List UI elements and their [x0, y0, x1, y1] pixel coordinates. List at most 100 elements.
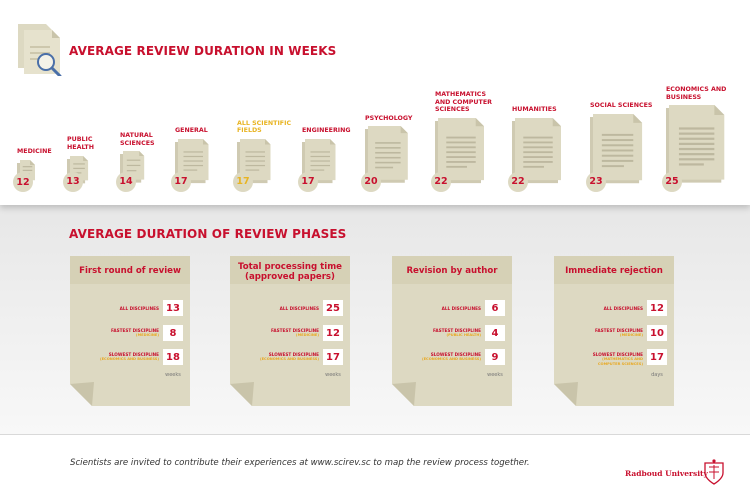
phase-row: FASTEST DISCIPLINE(MEDICINE)10 [554, 325, 674, 343]
phase-row-label-text: SLOWEST DISCIPLINE [592, 352, 643, 357]
field-economics-and-business: ECONOMICS AND BUSINESS 25 [662, 86, 726, 192]
field-label: MATHEMATICS AND COMPUTER SCIENCES [435, 91, 492, 114]
phase-row-discipline: (MATHEMATICS AND COMPUTER SCIENCES) [597, 357, 643, 366]
field-all-scientific-fields: ALL SCIENTIFIC FIELDS 17 [233, 120, 291, 192]
radboud-logo-text: Radboud University [625, 469, 708, 478]
duration-badge: 20 [361, 171, 381, 192]
field-natural-sciences: NATURAL SCIENCES 14 [116, 132, 155, 192]
duration-badge: 17 [298, 171, 318, 192]
document-icon [435, 117, 484, 183]
phase-row: ALL DISCIPLINES 6 [392, 300, 512, 318]
duration-badge: 23 [586, 171, 606, 192]
field-label: ECONOMICS AND BUSINESS [666, 86, 727, 101]
phase-row-label: FASTEST DISCIPLINE(MEDICINE) [111, 328, 159, 338]
review-phases-title: AVERAGE DURATION OF REVIEW PHASES [69, 227, 347, 241]
duration-badge: 25 [662, 171, 682, 192]
document-icon [590, 113, 643, 183]
card-paper-icon [554, 256, 674, 406]
phase-row-value: 8 [163, 325, 183, 341]
card-paper-icon [230, 256, 350, 406]
duration-badge: 14 [116, 171, 136, 192]
phase-row-value: 12 [323, 325, 343, 341]
field-social-sciences: SOCIAL SCIENCES 23 [586, 102, 652, 192]
phase-row-discipline: (PUBLIC HEALTH) [446, 333, 482, 338]
field-humanities: HUMANITIES 22 [508, 106, 562, 192]
phase-row-value: 4 [485, 325, 505, 341]
footer-invitation: Scientists are invited to contribute the… [70, 458, 530, 468]
phase-row-label: ALL DISCIPLINES [280, 306, 319, 311]
phase-row-label-text: ALL DISCIPLINES [603, 306, 643, 311]
phase-row-label-text: ALL DISCIPLINES [279, 306, 319, 311]
phase-row: SLOWEST DISCIPLINE(ECONOMICS AND BUSINES… [392, 349, 512, 367]
phase-row-label: SLOWEST DISCIPLINE(ECONOMICS AND BUSINES… [100, 352, 159, 362]
phase-unit: weeks [165, 372, 181, 378]
phase-title: Revision by author [406, 266, 498, 276]
phase-row: SLOWEST DISCIPLINE(MATHEMATICS AND COMPU… [554, 349, 674, 367]
phase-row-value: 12 [647, 300, 667, 316]
phase-row: FASTEST DISCIPLINE(MEDICINE) 8 [70, 325, 190, 343]
phase-row-value: 10 [647, 325, 667, 341]
phase-row-label-text: FASTEST DISCIPLINE [432, 328, 481, 333]
field-label: ALL SCIENTIFIC FIELDS [237, 119, 292, 135]
phase-row-label: SLOWEST DISCIPLINE(MATHEMATICS AND COMPU… [593, 352, 643, 366]
phase-title: Immediate rejection [565, 266, 663, 276]
phase-row-label-text: ALL DISCIPLINES [119, 306, 159, 311]
phase-row-label: SLOWEST DISCIPLINE(ECONOMICS AND BUSINES… [260, 352, 319, 362]
phase-row-label-text: ALL DISCIPLINES [441, 306, 481, 311]
field-label: PSYCHOLOGY [365, 114, 413, 122]
phase-row-label: ALL DISCIPLINES [442, 306, 481, 311]
field-label: ENGINEERING [302, 127, 351, 135]
phase-row: ALL DISCIPLINES 12 [554, 300, 674, 318]
field-engineering: ENGINEERING 17 [298, 127, 351, 192]
review-duration-panel: AVERAGE REVIEW DURATION IN WEEKS MEDICIN… [0, 0, 750, 205]
phase-row-discipline: (ECONOMICS AND BUSINESS) [99, 357, 159, 362]
phase-row-label-text: SLOWEST DISCIPLINE [268, 352, 319, 357]
phase-unit: weeks [325, 372, 341, 378]
phase-row-label-text: SLOWEST DISCIPLINE [108, 352, 159, 357]
field-label: NATURAL SCIENCES [120, 132, 155, 147]
field-label: HUMANITIES [512, 106, 557, 114]
phase-row-value: 17 [323, 349, 343, 365]
field-label: SOCIAL SCIENCES [590, 102, 653, 110]
phase-row-label: FASTEST DISCIPLINE(MEDICINE) [271, 328, 319, 338]
phase-row-discipline: (ECONOMICS AND BUSINESS) [259, 357, 319, 362]
phase-row-label-text: FASTEST DISCIPLINE [110, 328, 159, 333]
phase-row: SLOWEST DISCIPLINE(ECONOMICS AND BUSINES… [230, 349, 350, 367]
card-paper-icon [392, 256, 512, 406]
document-icon [365, 126, 408, 183]
phase-row: FASTEST DISCIPLINE(MEDICINE) 12 [230, 325, 350, 343]
duration-badge: 17 [233, 171, 253, 192]
field-label: PUBLIC HEALTH [67, 136, 94, 152]
phase-unit: days [651, 372, 663, 378]
document-search-icon [18, 24, 62, 76]
duration-badge: 13 [63, 171, 83, 192]
phase-row: ALL DISCIPLINES 25 [230, 300, 350, 318]
phase-row-label-text: SLOWEST DISCIPLINE [430, 352, 481, 357]
phase-row-value: 17 [647, 349, 667, 365]
phase-row-value: 25 [323, 300, 343, 316]
phase-row-value: 9 [485, 349, 505, 365]
phase-row-label-text: FASTEST DISCIPLINE [594, 328, 643, 333]
phase-row-value: 6 [485, 300, 505, 316]
field-psychology: PSYCHOLOGY 20 [361, 115, 412, 192]
document-icon [512, 117, 561, 183]
phase-row-label: ALL DISCIPLINES [120, 306, 159, 311]
phase-row-discipline: (MEDICINE) [135, 333, 159, 338]
phase-row-label: ALL DISCIPLINES [604, 306, 643, 311]
university-crest-icon [704, 459, 724, 485]
duration-badge: 22 [508, 171, 528, 192]
phase-unit: weeks [487, 372, 503, 378]
card-paper-icon [70, 256, 190, 406]
phase-row-label: SLOWEST DISCIPLINE(ECONOMICS AND BUSINES… [422, 352, 481, 362]
document-icon [666, 105, 725, 183]
phase-row-label: FASTEST DISCIPLINE(PUBLIC HEALTH) [433, 328, 481, 338]
field-label: MEDICINE [17, 148, 52, 156]
review-duration-title: AVERAGE REVIEW DURATION IN WEEKS [69, 44, 337, 58]
phase-row-value: 18 [163, 349, 183, 365]
phase-row-discipline: (ECONOMICS AND BUSINESS) [421, 357, 481, 362]
